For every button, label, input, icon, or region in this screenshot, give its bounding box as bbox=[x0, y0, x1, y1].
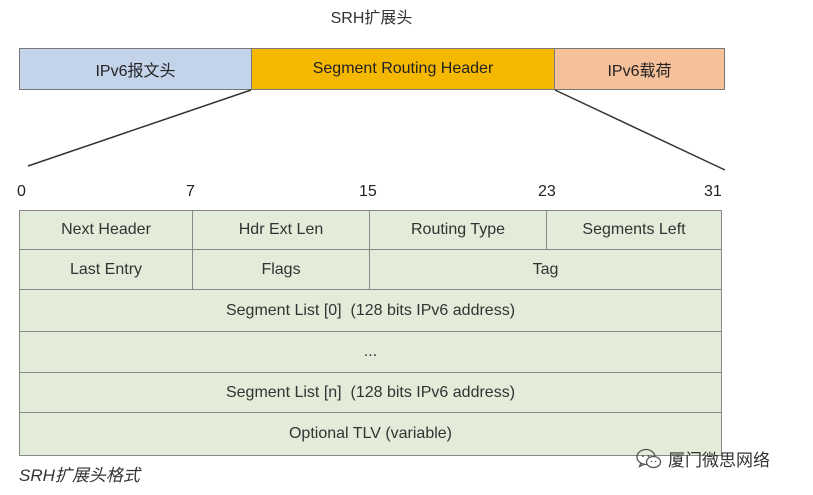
bit-label-0: 0 bbox=[17, 183, 26, 200]
field-flags: Flags bbox=[192, 249, 370, 290]
field-next-header: Next Header bbox=[19, 210, 193, 250]
field-segment-list-0-label: Segment List [0] (128 bits IPv6 address) bbox=[225, 301, 516, 319]
field-last-entry-label: Last Entry bbox=[69, 260, 143, 278]
payload-label: IPv6载荷 bbox=[607, 63, 672, 80]
figure-caption: SRH扩展头格式 bbox=[19, 466, 140, 485]
field-tag: Tag bbox=[369, 249, 722, 290]
bit-label-23: 23 bbox=[538, 183, 556, 200]
field-segments-left-label: Segments Left bbox=[582, 221, 686, 238]
ipv6-header-label: IPv6报文头 bbox=[95, 63, 176, 80]
wechat-icon bbox=[636, 448, 662, 470]
bit-label-15: 15 bbox=[359, 183, 377, 200]
field-segment-list-n: Segment List [n] (128 bits IPv6 address) bbox=[19, 372, 722, 413]
field-segment-list-0: Segment List [0] (128 bits IPv6 address) bbox=[19, 289, 722, 332]
field-segments-left: Segments Left bbox=[546, 210, 722, 250]
field-next-header-label: Next Header bbox=[61, 221, 151, 238]
field-tag-label: Tag bbox=[532, 260, 559, 278]
bit-label-31: 31 bbox=[704, 183, 722, 200]
expansion-line-left bbox=[27, 89, 252, 167]
field-routing-type: Routing Type bbox=[369, 210, 547, 250]
field-flags-label: Flags bbox=[261, 260, 301, 278]
expansion-line-right bbox=[554, 89, 726, 171]
watermark-text: 厦门微思网络 bbox=[668, 451, 770, 470]
field-segment-list-n-label: Segment List [n] (128 bits IPv6 address) bbox=[225, 383, 516, 401]
field-optional-tlv: Optional TLV (variable) bbox=[19, 412, 722, 456]
field-ellipsis: ... bbox=[19, 331, 722, 373]
field-last-entry: Last Entry bbox=[19, 249, 193, 290]
bit-label-7: 7 bbox=[186, 183, 195, 200]
watermark: 厦门微思网络 bbox=[636, 446, 770, 471]
field-optional-tlv-label: Optional TLV (variable) bbox=[288, 425, 453, 442]
diagram-title: SRH扩展头 bbox=[330, 10, 413, 27]
field-hdr-ext-len: Hdr Ext Len bbox=[192, 210, 370, 250]
field-ellipsis-label: ... bbox=[363, 343, 378, 360]
field-hdr-ext-len-label: Hdr Ext Len bbox=[238, 221, 324, 238]
field-routing-type-label: Routing Type bbox=[411, 221, 505, 238]
srh-label: Segment Routing Header bbox=[312, 60, 494, 77]
payload-box: IPv6载荷 bbox=[554, 48, 725, 90]
